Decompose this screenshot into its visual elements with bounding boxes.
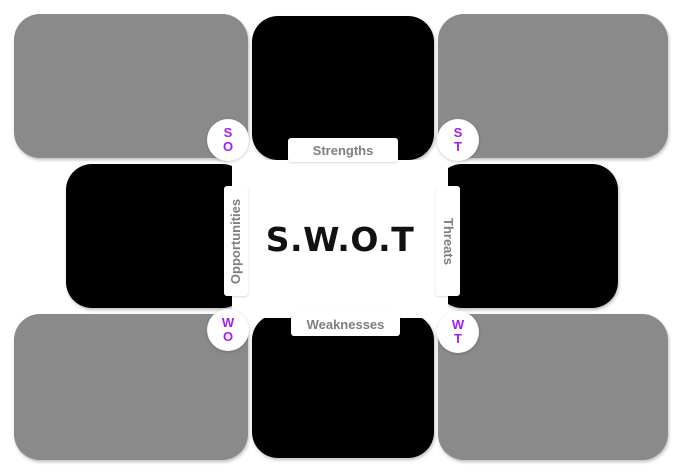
weaknesses-tab: Weaknesses	[291, 312, 400, 336]
st-badge-bottom: T	[454, 139, 462, 154]
wt-badge-top: W	[451, 317, 465, 332]
wo-badge: W O	[207, 309, 249, 351]
wo-badge-bottom: O	[222, 329, 234, 344]
strengths-tab: Strengths	[288, 138, 398, 162]
swot-center: S.W.O.T	[232, 160, 448, 318]
strengths-box	[252, 16, 434, 160]
weaknesses-label: Weaknesses	[306, 316, 385, 332]
threats-box	[436, 164, 618, 308]
threats-label: Threats	[440, 217, 456, 265]
so-badge-top: S	[223, 125, 233, 140]
weaknesses-box	[252, 314, 434, 458]
wt-badge-bottom: T	[454, 331, 462, 346]
opportunities-tab: Opportunities	[224, 186, 248, 296]
st-badge-top: S	[453, 125, 463, 140]
so-badge: S O	[207, 119, 249, 161]
threats-tab: Threats	[436, 186, 460, 296]
wt-badge: W T	[437, 311, 479, 353]
opportunities-box	[66, 164, 248, 308]
opportunities-label: Opportunities	[228, 198, 244, 284]
strengths-label: Strengths	[312, 142, 374, 158]
wo-badge-top: W	[221, 315, 235, 330]
st-badge: S T	[437, 119, 479, 161]
so-badge-bottom: O	[222, 139, 234, 154]
swot-title: S.W.O.T	[265, 219, 415, 259]
